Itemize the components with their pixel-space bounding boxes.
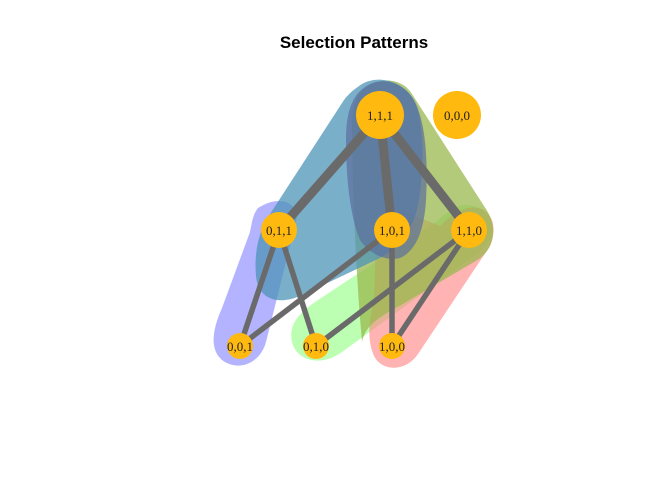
node-label-101: 1,0,1: [379, 223, 405, 238]
node-circle-101: [374, 212, 410, 248]
edge-011-001: [237, 229, 282, 347]
edge-101-001: [238, 227, 394, 349]
node-circle-011: [261, 212, 297, 248]
node-label-000: 0,0,0: [444, 108, 470, 123]
node-label-011: 0,1,1: [266, 223, 292, 238]
node-001: 0,0,1: [227, 333, 253, 359]
node-circle-110: [451, 212, 487, 248]
node-label-001: 0,0,1: [227, 339, 253, 354]
node-label-100: 1,0,0: [379, 339, 405, 354]
graph-edges: [237, 112, 473, 349]
node-circle-100: [379, 333, 405, 359]
node-101: 1,0,1: [374, 212, 410, 248]
edge-110-100: [389, 228, 472, 348]
node-111: 1,1,1: [356, 91, 404, 139]
node-circle-001: [227, 333, 253, 359]
node-label-110: 1,1,0: [456, 223, 482, 238]
edge-111-011: [275, 112, 384, 233]
node-circle-010: [303, 333, 329, 359]
node-011: 0,1,1: [261, 212, 297, 248]
node-110: 1,1,0: [451, 212, 487, 248]
node-000: 0,0,0: [433, 91, 481, 139]
node-label-111: 1,1,1: [367, 108, 393, 123]
graph-nodes: 1,1,1 0,0,0 0,1,1 1,0,1 1,1,0 0,0,1 0,1,0 1,0,0: [227, 91, 487, 359]
node-100: 1,0,0: [379, 333, 405, 359]
edge-110-010: [314, 227, 471, 349]
edge-111-110: [376, 112, 473, 233]
node-label-010: 0,1,0: [303, 339, 329, 354]
node-circle-000: [433, 91, 481, 139]
diagram-title: Selection Patterns: [280, 33, 428, 52]
node-circle-111: [356, 91, 404, 139]
node-010: 0,1,0: [303, 333, 329, 359]
edge-011-010: [276, 229, 319, 347]
